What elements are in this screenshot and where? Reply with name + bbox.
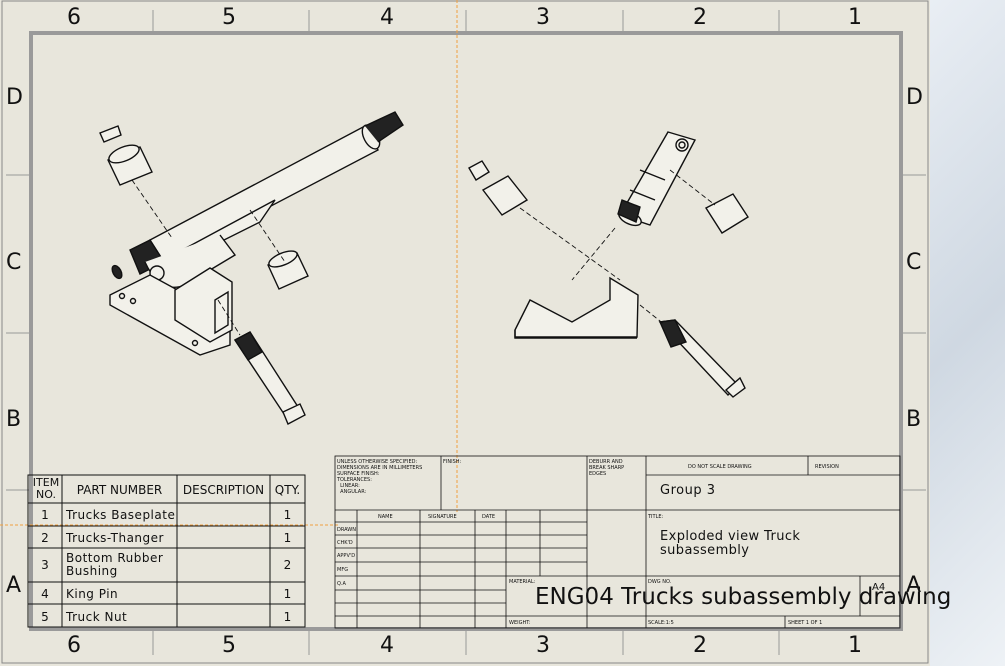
row-label-qa: Q.A xyxy=(337,581,346,587)
row-label-checked: CHK'D xyxy=(337,540,353,546)
zone-col-4-top: 4 xyxy=(380,5,394,30)
col-date-label: DATE xyxy=(482,514,496,520)
weight-label: WEIGHT: xyxy=(509,620,531,626)
bom-qty: 1 xyxy=(283,610,292,624)
title-block-notes: UNLESS OTHERWISE SPECIFIED: DIMENSIONS A… xyxy=(337,459,423,495)
row-label-approved: APPV'D xyxy=(337,553,356,559)
company-name: Group 3 xyxy=(660,483,716,498)
bom-header-qty: QTY. xyxy=(274,483,301,497)
bom-header-part-number: PART NUMBER xyxy=(76,483,163,497)
bom-qty: 1 xyxy=(283,587,292,601)
revision-label: REVISION xyxy=(815,464,839,470)
bom-header-item-no: ITEM NO. xyxy=(32,476,60,501)
col-signature-label: SIGNATURE xyxy=(428,514,457,520)
title-block-grid xyxy=(334,455,901,629)
row-label-drawn: DRAWN xyxy=(337,527,356,533)
zone-col-3-bottom: 3 xyxy=(536,633,550,658)
zone-row-d-right: D xyxy=(906,85,923,110)
sheet-frame xyxy=(0,0,929,664)
zone-row-b-left: B xyxy=(6,407,22,432)
zone-row-d-left: D xyxy=(6,85,23,110)
zone-col-2-bottom: 2 xyxy=(693,633,707,658)
deburr-note: DEBURR AND BREAK SHARP EDGES xyxy=(589,459,625,477)
zone-row-c-left: C xyxy=(6,250,22,275)
title-label: TITLE: xyxy=(648,514,664,520)
finish-label: FINISH: xyxy=(443,459,462,465)
drawing-name: ENG04 Trucks subassembly drawing xyxy=(535,584,952,610)
bom-part-number: Trucks-Thanger xyxy=(66,531,164,545)
drawing-title: Exploded view Truck subassembly xyxy=(660,529,801,558)
do-not-scale-note: DO NOT SCALE DRAWING xyxy=(688,464,752,470)
bom-grid xyxy=(27,474,306,628)
zone-row-a-left: A xyxy=(6,573,22,598)
sheet-size: A4 xyxy=(872,582,886,593)
drawing-sheet[interactable]: 6 5 4 3 2 1 6 5 4 3 2 1 D C B A D C B A … xyxy=(0,0,951,666)
bom-item-no: 3 xyxy=(41,558,49,572)
zone-col-4-bottom: 4 xyxy=(380,633,394,658)
zone-col-6-bottom: 6 xyxy=(67,633,81,658)
bom-qty: 2 xyxy=(283,558,292,572)
bom-qty: 1 xyxy=(283,508,292,522)
bom-part-number: Bottom Rubber Bushing xyxy=(66,551,164,578)
bom-qty: 1 xyxy=(283,531,292,545)
left-exploded-view xyxy=(99,111,404,425)
scale-label: SCALE:1:5 xyxy=(648,620,674,626)
viewport-background xyxy=(930,0,1005,666)
col-name-label: NAME xyxy=(378,514,393,520)
right-exploded-view xyxy=(468,131,749,398)
bom-item-no: 2 xyxy=(41,531,49,545)
sheet-label: SHEET 1 OF 1 xyxy=(788,620,823,626)
zone-row-b-right: B xyxy=(906,407,922,432)
zone-col-5-bottom: 5 xyxy=(222,633,236,658)
zone-col-1-top: 1 xyxy=(848,5,862,30)
zone-col-1-bottom: 1 xyxy=(848,633,862,658)
zone-row-a-right: A xyxy=(906,573,922,598)
zone-col-6-top: 6 xyxy=(67,5,81,30)
dwg-no-label: DWG NO. xyxy=(648,579,672,585)
zone-col-3-top: 3 xyxy=(536,5,550,30)
row-label-mfg: MFG xyxy=(337,567,349,573)
bom-part-number: Trucks Baseplate xyxy=(66,508,176,522)
bom-header-description: DESCRIPTION xyxy=(182,483,265,497)
bom-item-no: 5 xyxy=(41,610,49,624)
bom-part-number: Truck Nut xyxy=(66,610,128,624)
bom-item-no: 1 xyxy=(41,508,49,522)
zone-col-5-top: 5 xyxy=(222,5,236,30)
zone-col-2-top: 2 xyxy=(693,5,707,30)
zone-row-c-right: C xyxy=(906,250,922,275)
bom-part-number: King Pin xyxy=(66,587,119,601)
bom-item-no: 4 xyxy=(41,587,49,601)
material-label: MATERIAL: xyxy=(509,579,536,585)
